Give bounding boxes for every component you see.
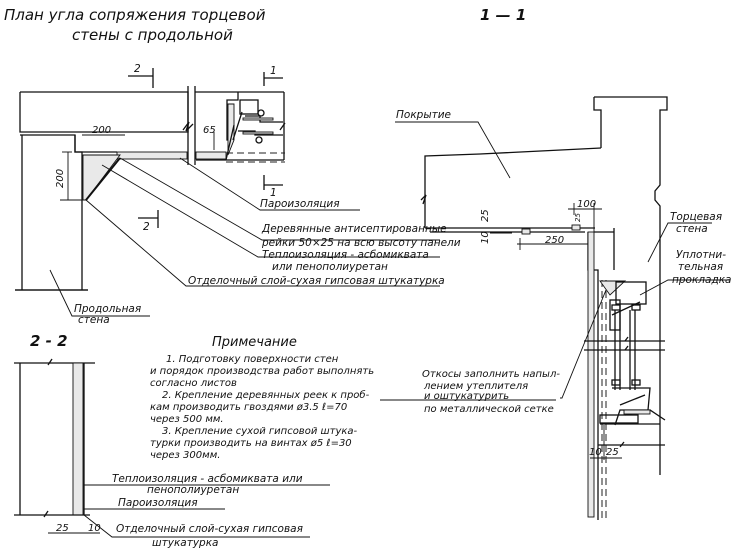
note-line: согласно листов — [150, 378, 237, 389]
callout-wood-battens-size: рейки 50×25 на всю высоту панели — [261, 237, 461, 249]
section-mark-label: 2 — [134, 63, 141, 75]
note-line: кам производить гвоздями ø3.5 ℓ=70 — [150, 402, 347, 413]
callout-vapor-barrier: Пароизоляция — [118, 497, 198, 509]
section-mark-2-top: 2 — [128, 63, 154, 88]
notes-block: Примечание 1. Подготовку поверхности сте… — [150, 335, 374, 461]
callout-wood-battens: Деревянные антисептированные — [261, 223, 447, 235]
slopes-note-line: Откосы заполнить напыл- — [422, 369, 560, 380]
section-1-1: 1 — 1 — [380, 6, 731, 520]
plan-title-line1: План угла сопряжения торцевой — [4, 6, 266, 24]
seal-label-3: прокладка — [672, 274, 731, 286]
dimension-label: 10 — [480, 231, 491, 244]
plan-dimensions: 200 200 65 — [55, 125, 216, 201]
dimension-label: 10 — [589, 447, 602, 458]
roof-label: Покрытие — [396, 109, 451, 121]
longitudinal-wall-outline — [20, 134, 83, 290]
note-line: через 300мм. — [150, 450, 220, 461]
section-mark-label: 1 — [270, 65, 277, 77]
longitudinal-wall-label-2: стена — [78, 314, 110, 326]
window-section — [599, 280, 666, 426]
note-line: 2. Крепление деревянных реек к проб- — [162, 389, 370, 401]
plan-title-line2: стены с продольной — [72, 26, 233, 44]
dimension-label: 200 — [55, 169, 66, 188]
insulation-layer — [72, 362, 84, 516]
roof-slab — [424, 147, 602, 228]
dimension-label: 100 — [577, 199, 596, 210]
note-line: 3. Крепление сухой гипсовой штука- — [162, 426, 358, 437]
section-mark-2-bottom: 2 — [138, 210, 159, 233]
dimension-label: 25 — [480, 209, 491, 222]
end-wall-column — [594, 96, 668, 475]
seal-label-2: тельная — [678, 261, 723, 273]
callout-insulation: Теплоизоляция - асбомиквата или — [112, 473, 303, 485]
section-mark-1-bottom: 1 — [263, 175, 283, 199]
note-line: через 500 мм. — [150, 414, 224, 425]
section-1-1-title: 1 — 1 — [480, 6, 526, 24]
plan-leaders — [49, 157, 440, 317]
section-mark-label: 1 — [270, 187, 277, 199]
callout-finish-layer-2: штукатурка — [152, 537, 219, 549]
callout-vapor-barrier: Пароизоляция — [260, 198, 340, 210]
section-mark-label: 2 — [143, 221, 150, 233]
slopes-note-line: лением утеплителя — [423, 381, 528, 392]
dimension-label: 200 — [92, 125, 111, 136]
dimension-label: 250 — [545, 235, 564, 246]
dimension-label: 65 — [203, 125, 216, 136]
callout-insulation-alt: пенополиуретан — [147, 484, 239, 496]
insulation-corner — [82, 154, 121, 201]
notes-heading: Примечание — [212, 335, 297, 350]
callout-finish-layer: Отделочный слой-сухая гипсовая — [116, 523, 303, 535]
section-2-2-title: 2 - 2 — [30, 332, 68, 350]
note-line: 1. Подготовку поверхности стен — [166, 354, 339, 365]
end-wall-label-2: стена — [676, 223, 708, 235]
longitudinal-wall-label: Продольная — [74, 303, 141, 315]
window-frame-detail — [225, 92, 286, 161]
dimension-label: 25 — [574, 213, 582, 222]
dimension-label: 10 — [88, 523, 101, 534]
wall-lining — [587, 231, 595, 518]
callout-insulation-alt: или пенополиуретан — [272, 261, 388, 273]
slopes-note-line: по металлической сетке — [424, 404, 554, 415]
section-mark-1-top: 1 — [263, 65, 283, 86]
note-line: и порядок производства работ выполнять — [150, 365, 374, 377]
callout-insulation: Теплоизоляция - асбомиквата — [262, 249, 429, 261]
plan-view: План угла сопряжения торцевой стены с пр… — [4, 6, 461, 326]
seal-label: Уплотни- — [676, 249, 726, 261]
section-2-2: 2 - 2 25 10 Теплоизоляция - асбомиквата … — [14, 332, 330, 549]
slopes-note-line: и оштукатурить — [424, 391, 509, 402]
callout-finish-layer: Отделочный слой-сухая гипсовая штукатурк… — [188, 275, 445, 287]
dimension-label: 25 — [56, 523, 69, 534]
dimension-label: 25 — [606, 447, 619, 458]
end-wall-label: Торцевая — [670, 211, 722, 223]
note-line: турки производить на винтах ø5 ℓ=30 — [150, 438, 352, 449]
insulation-band — [116, 151, 188, 160]
